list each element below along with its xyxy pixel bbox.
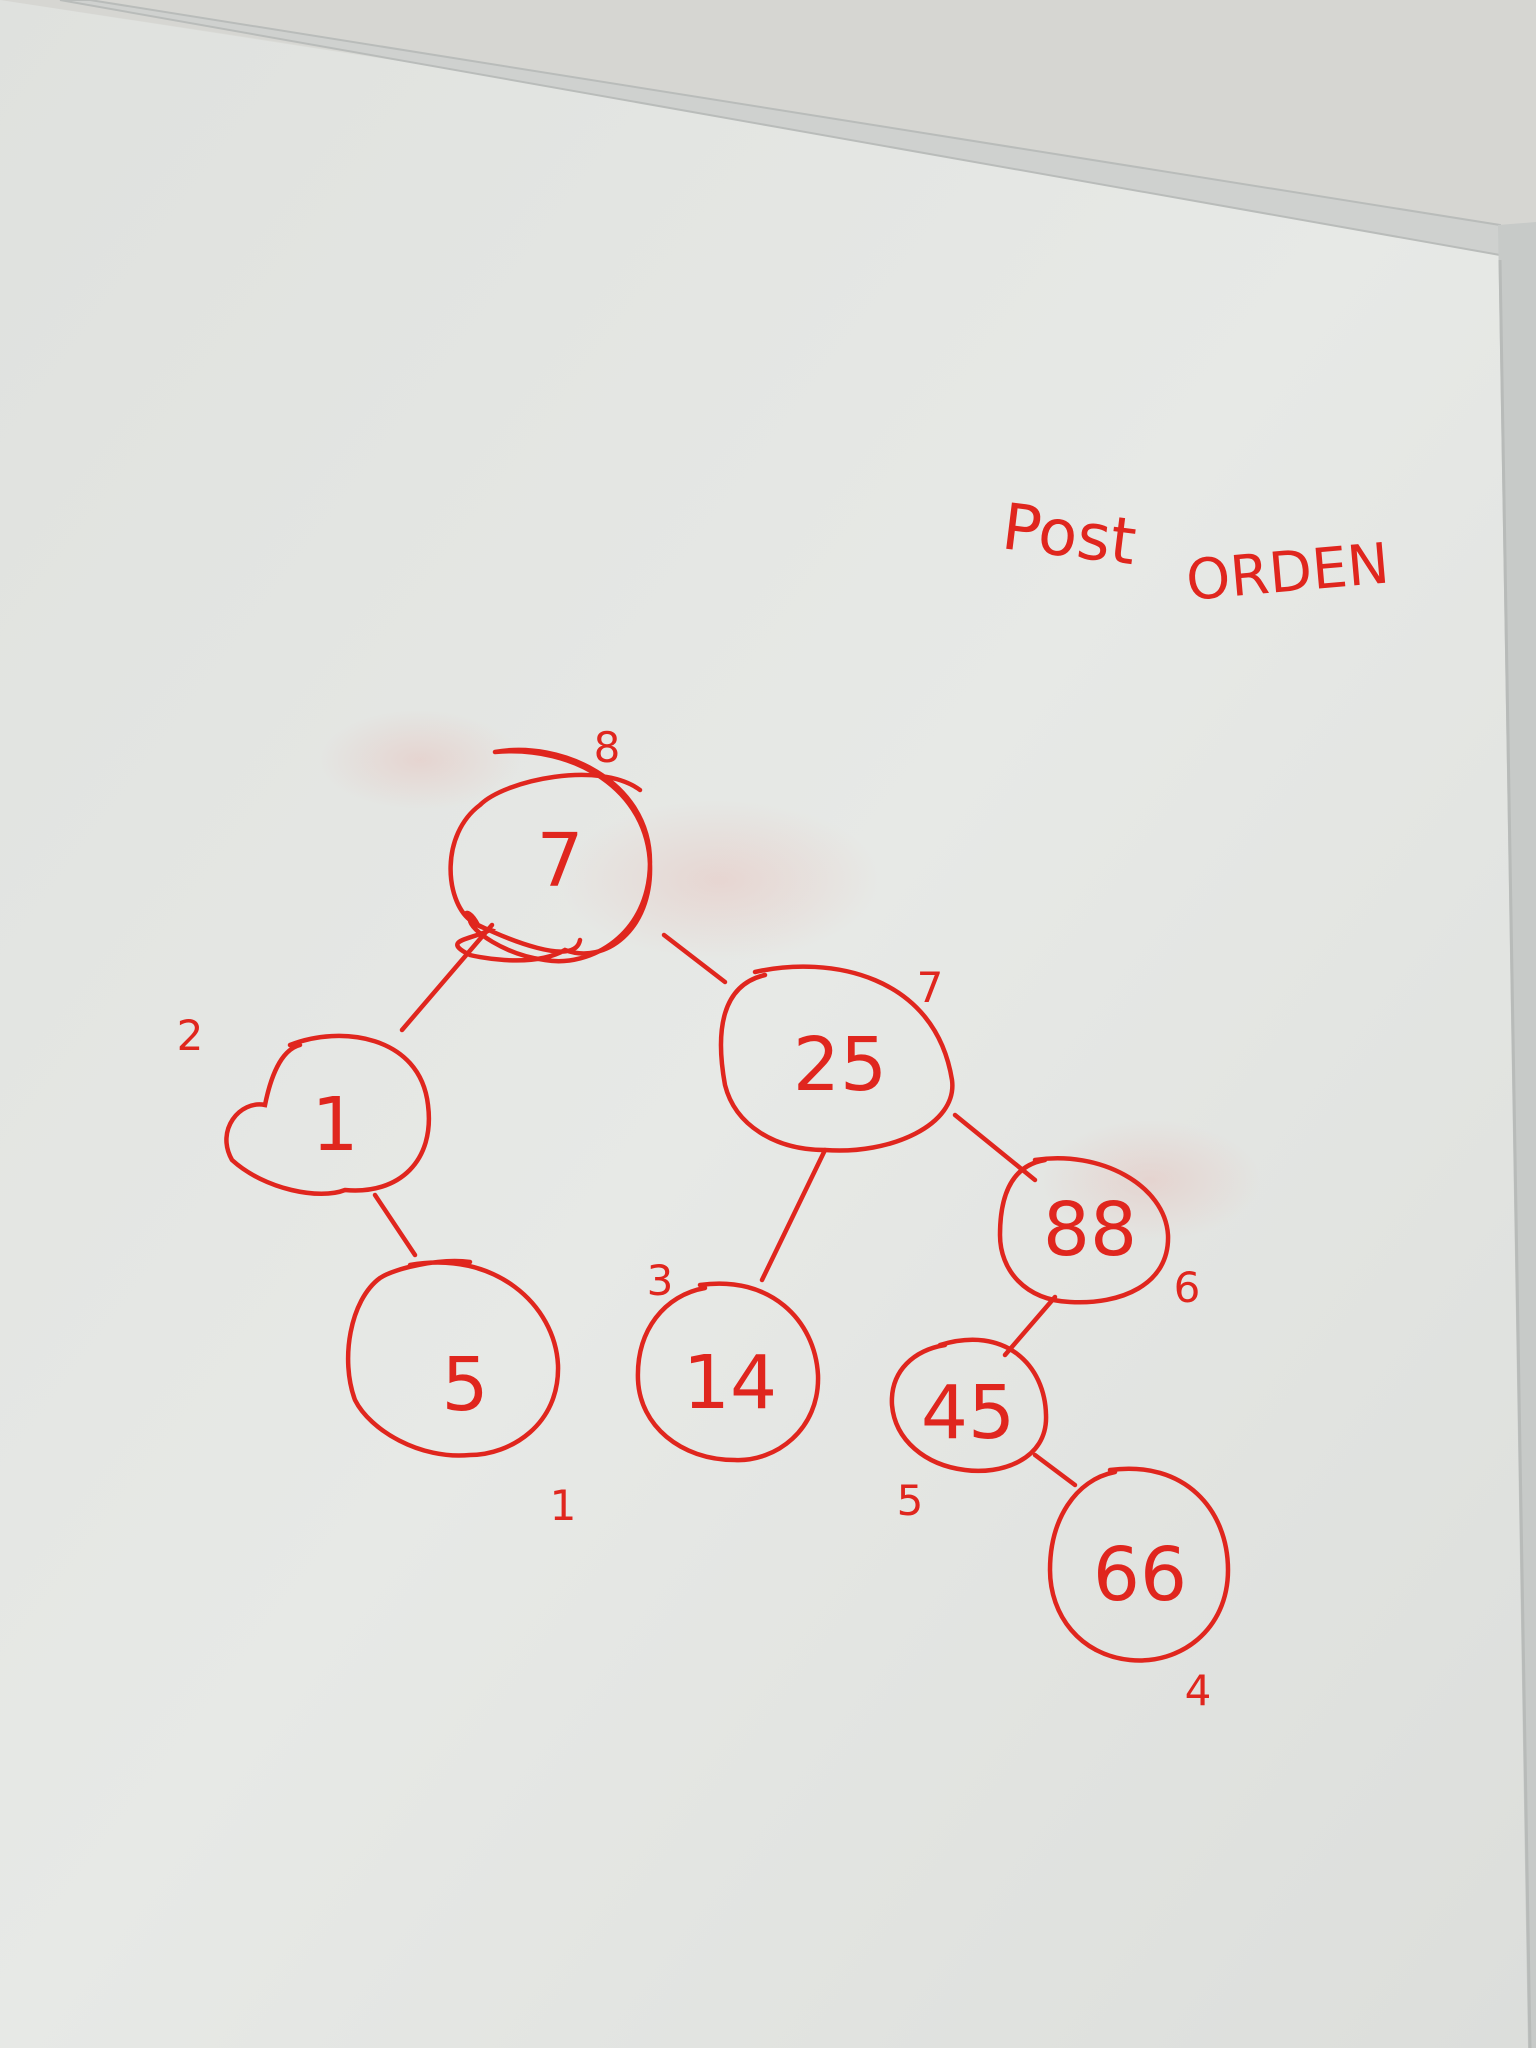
tree-edges — [372, 922, 1078, 1488]
order-label: 8 — [594, 723, 621, 772]
order-label: 1 — [550, 1481, 577, 1530]
edge-45-66 — [1032, 1452, 1078, 1488]
node-circle — [448, 747, 653, 964]
node-circle — [345, 1258, 561, 1458]
tree-node: 88 6 — [997, 1156, 1201, 1312]
order-label: 5 — [897, 1476, 924, 1525]
smudge — [320, 710, 520, 810]
node-value: 66 — [1093, 1532, 1187, 1618]
node-circle — [997, 1156, 1171, 1305]
edge-1-5 — [372, 1192, 418, 1258]
edge-7-25 — [661, 932, 728, 985]
tree-node: 1 2 — [177, 1011, 432, 1196]
edge-25-14 — [759, 1147, 828, 1283]
node-circle — [1047, 1466, 1231, 1663]
smudge — [560, 800, 880, 960]
node-value: 88 — [1043, 1187, 1137, 1273]
node-value: 1 — [311, 1082, 358, 1168]
order-label: 2 — [177, 1011, 204, 1060]
title: Post ORDEN — [998, 490, 1392, 614]
node-circle — [718, 964, 955, 1153]
title-word-post: Post — [998, 490, 1140, 580]
order-label: 3 — [647, 1256, 674, 1305]
edge-7-1 — [399, 922, 495, 1033]
node-value: 45 — [921, 1370, 1015, 1456]
node-circle — [224, 1033, 432, 1196]
node-value: 5 — [441, 1342, 488, 1428]
node-circle — [635, 1281, 821, 1463]
smudge — [1040, 1120, 1260, 1240]
tree-node: 14 3 — [635, 1256, 821, 1463]
tree-node: 7 8 — [448, 723, 653, 964]
tree-node: 66 4 — [1047, 1466, 1231, 1715]
node-value: 14 — [683, 1340, 777, 1426]
tree-node: 25 7 — [718, 963, 955, 1153]
edge-88-45 — [1002, 1294, 1058, 1358]
tree-nodes: 7 8 1 2 5 1 25 7 14 3 88 — [177, 723, 1231, 1715]
node-value: 25 — [793, 1022, 887, 1108]
tree-node: 45 5 — [889, 1337, 1049, 1525]
tree-node: 5 1 — [345, 1258, 577, 1530]
order-label: 7 — [917, 963, 944, 1012]
order-label: 6 — [1174, 1263, 1201, 1312]
order-label: 4 — [1185, 1666, 1212, 1715]
node-value: 7 — [536, 818, 583, 904]
node-circle — [889, 1337, 1049, 1474]
